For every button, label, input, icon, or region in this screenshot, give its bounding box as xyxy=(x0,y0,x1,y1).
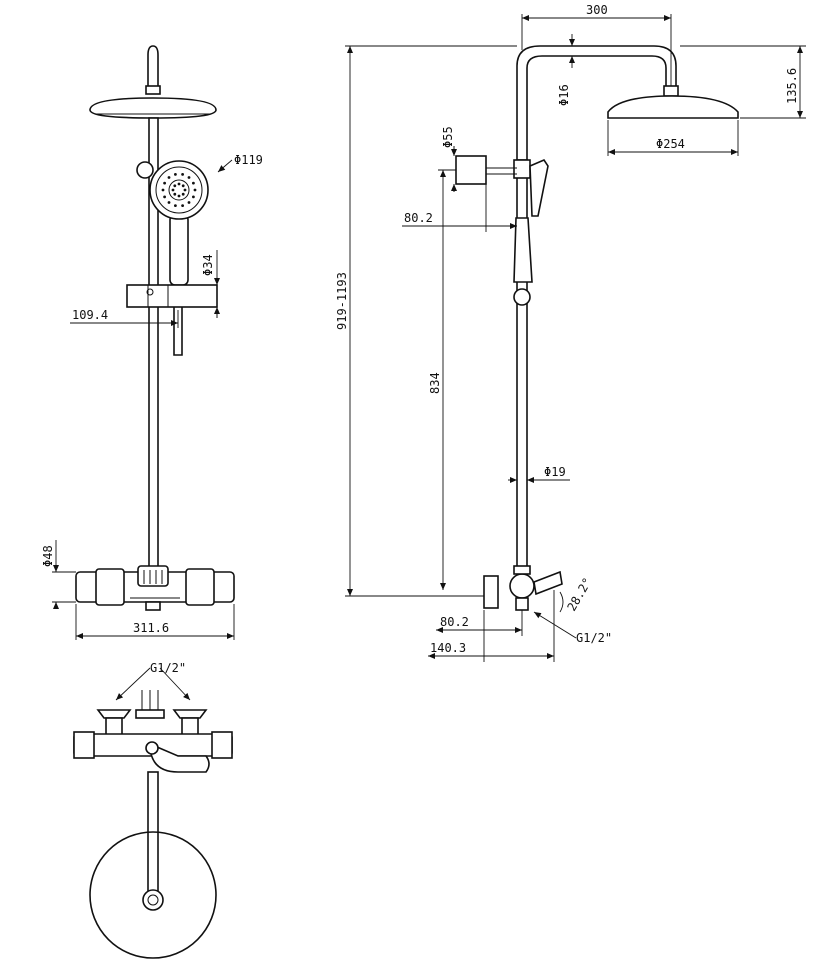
nozzle-dot xyxy=(177,182,181,186)
nozzle-dot xyxy=(177,194,181,198)
side-wall-bracket xyxy=(455,155,487,185)
dim-d-mixer: Φ48 xyxy=(41,545,55,567)
nozzle-dot xyxy=(181,184,185,188)
nozzle-dot xyxy=(181,204,185,208)
dim-angle-arc xyxy=(559,591,564,613)
side-arm-nut xyxy=(663,85,679,97)
top-handle-right xyxy=(211,731,233,759)
top-thread-label: G1/2" xyxy=(150,661,186,675)
front-holder-knob xyxy=(136,161,154,179)
side-holder xyxy=(513,159,531,179)
dim-d-slider: Φ34 xyxy=(201,254,215,276)
side-hand-handle xyxy=(513,217,533,283)
nozzle-dot xyxy=(181,173,185,176)
side-mixer-top xyxy=(513,565,531,575)
side-spout xyxy=(533,570,563,596)
front-mixer-outlet xyxy=(145,601,161,611)
nozzle-dot xyxy=(174,173,177,176)
nozzle-dot xyxy=(174,204,177,208)
nozzle-dot xyxy=(163,195,167,199)
side-mixer-outlet xyxy=(515,597,529,611)
nozzle-dot xyxy=(183,188,187,192)
side-shower-head xyxy=(607,95,739,119)
front-view: Φ119 Φ34 109.4 Φ48 311.6 xyxy=(41,45,263,640)
top-shower-head xyxy=(89,831,217,959)
dim-w-inlet: 80.2 xyxy=(440,615,469,629)
front-mixer-diverter xyxy=(137,565,169,587)
nozzle-dot xyxy=(161,188,165,192)
dim-w-mixer: 311.6 xyxy=(133,621,169,635)
front-hose xyxy=(173,307,183,356)
nozzle-dot xyxy=(171,188,175,192)
side-slider-knob xyxy=(513,288,531,306)
dim-h-bar: 834 xyxy=(428,372,442,394)
front-shower-head xyxy=(89,97,217,119)
front-hand-ring xyxy=(155,166,203,214)
nozzle-dot xyxy=(173,184,177,188)
dim-angle: 28.2° xyxy=(564,575,594,613)
top-fitting-left xyxy=(96,709,132,719)
top-handle-left xyxy=(73,731,95,759)
top-head-joint xyxy=(142,889,164,911)
nozzle-dot xyxy=(187,176,191,179)
nozzle-dot xyxy=(193,188,197,192)
front-mixer-handle-right xyxy=(185,568,215,606)
front-slider xyxy=(126,284,218,308)
side-hand-shower xyxy=(529,159,549,217)
front-pipe-nut xyxy=(145,85,161,95)
nozzle-dot xyxy=(163,181,167,185)
top-fitting-right xyxy=(172,709,208,719)
front-hand-shower xyxy=(149,160,209,220)
nozzle-dot xyxy=(192,195,195,199)
dim-d-handshower: Φ119 xyxy=(234,153,263,167)
nozzle-dot xyxy=(167,176,171,179)
top-view: G1/2" xyxy=(73,661,233,959)
top-diverter xyxy=(145,741,159,755)
dim-d-arm-tube: Φ16 xyxy=(557,84,571,106)
dim-h-total: 919-1193 xyxy=(335,272,349,330)
dim-w-holder: 80.2 xyxy=(404,211,433,225)
side-wall-plate xyxy=(483,575,499,609)
nozzle-dot xyxy=(187,201,191,204)
nozzle-dot xyxy=(173,192,177,196)
front-hand-handle xyxy=(169,214,189,286)
dim-w-spout: 140.3 xyxy=(430,641,466,655)
front-hand-center xyxy=(168,179,190,201)
dim-d-head: Φ254 xyxy=(656,137,685,151)
side-thread-label: G1/2" xyxy=(576,631,612,645)
side-arm-outer xyxy=(516,45,677,160)
top-spout xyxy=(149,742,210,773)
dim-d-holder: Φ55 xyxy=(441,126,455,148)
dim-w-slider: 109.4 xyxy=(72,308,108,322)
side-arm-inner xyxy=(526,55,667,160)
dim-h-head: 135.6 xyxy=(785,68,799,104)
nozzle-dot xyxy=(192,181,195,185)
side-mixer-body xyxy=(509,573,535,599)
side-view: 300 Φ16 135.6 Φ254 Φ55 80.2 919-1193 834… xyxy=(335,3,806,662)
nozzle-dot xyxy=(181,192,185,196)
front-inlet-pipe xyxy=(147,45,159,86)
dim-d-bar: Φ19 xyxy=(544,465,566,479)
dim-w-arm: 300 xyxy=(586,3,608,17)
top-riser xyxy=(147,771,159,903)
front-hand-nozzles xyxy=(161,173,197,208)
front-mixer-handle-left xyxy=(95,568,125,606)
nozzle-dot xyxy=(167,201,171,204)
